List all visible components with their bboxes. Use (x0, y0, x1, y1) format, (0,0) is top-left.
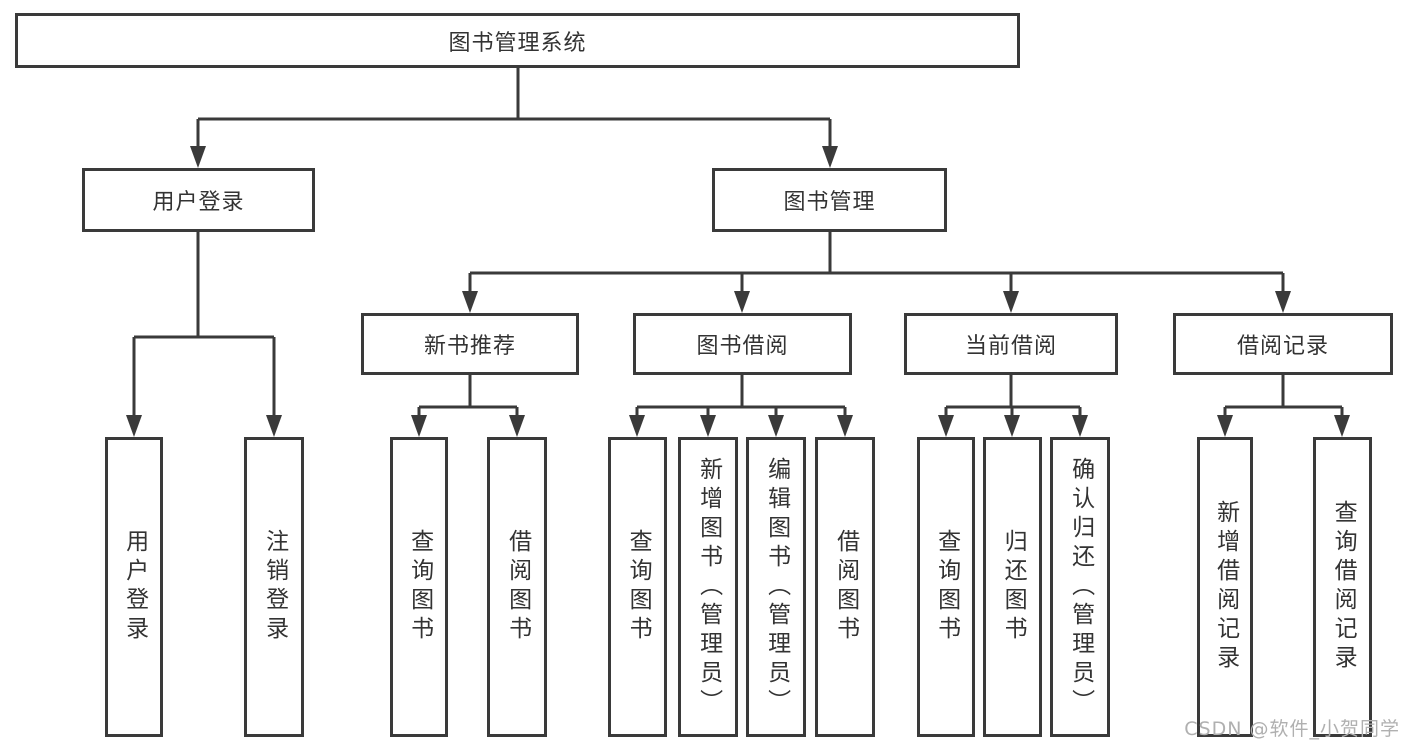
node-new-book-recommend-label: 新书推荐 (423, 334, 516, 359)
leaf-rec-borrow-books-label: 借阅图书 (504, 529, 531, 645)
leaf-lend-books: 借阅图书 (815, 437, 875, 737)
node-current-borrowing-label: 当前借阅 (964, 334, 1057, 359)
node-book-borrowing: 图书借阅 (633, 313, 852, 375)
node-book-management-label: 图书管理 (783, 190, 876, 215)
leaf-return-books: 归还图书 (983, 437, 1042, 737)
leaf-logout-label: 注销登录 (261, 529, 288, 645)
leaf-add-borrow-record-label: 新增借阅记录 (1212, 500, 1239, 674)
leaf-edit-books-admin-label: 编辑图书（管理员） (763, 456, 790, 718)
leaf-borrow-query-books: 查询图书 (608, 437, 667, 737)
leaf-rec-query-books-label: 查询图书 (406, 529, 433, 645)
leaf-add-borrow-record: 新增借阅记录 (1197, 437, 1253, 737)
leaf-borrow-query-books-label: 查询图书 (625, 529, 652, 645)
leaf-return-books-label: 归还图书 (1000, 529, 1027, 645)
node-borrow-records: 借阅记录 (1173, 313, 1393, 375)
leaf-current-query-books: 查询图书 (917, 437, 975, 737)
leaf-query-borrow-record-label: 查询借阅记录 (1330, 500, 1357, 674)
leaf-edit-books-admin: 编辑图书（管理员） (746, 437, 806, 737)
node-new-book-recommend: 新书推荐 (361, 313, 579, 375)
leaf-add-books-admin: 新增图书（管理员） (678, 437, 738, 737)
leaf-lend-books-label: 借阅图书 (832, 529, 859, 645)
leaf-logout: 注销登录 (244, 437, 304, 737)
node-current-borrowing: 当前借阅 (904, 313, 1118, 375)
leaf-rec-query-books: 查询图书 (390, 437, 448, 737)
node-user-login: 用户登录 (82, 168, 315, 232)
node-user-login-label: 用户登录 (152, 190, 245, 215)
leaf-confirm-return-admin-label: 确认归还（管理员） (1067, 456, 1094, 718)
leaf-user-login-label: 用户登录 (121, 529, 148, 645)
csdn-watermark: CSDN @软件_小贺同学 (1184, 718, 1400, 740)
leaf-add-books-admin-label: 新增图书（管理员） (695, 456, 722, 718)
leaf-confirm-return-admin: 确认归还（管理员） (1050, 437, 1110, 737)
node-book-borrowing-label: 图书借阅 (696, 334, 789, 359)
leaf-query-borrow-record: 查询借阅记录 (1313, 437, 1372, 737)
node-root: 图书管理系统 (15, 13, 1020, 68)
node-root-label: 图书管理系统 (448, 30, 587, 56)
leaf-user-login: 用户登录 (105, 437, 163, 737)
leaf-rec-borrow-books: 借阅图书 (487, 437, 547, 737)
node-book-management: 图书管理 (712, 168, 947, 232)
leaf-current-query-books-label: 查询图书 (933, 529, 960, 645)
node-borrow-records-label: 借阅记录 (1236, 334, 1329, 359)
